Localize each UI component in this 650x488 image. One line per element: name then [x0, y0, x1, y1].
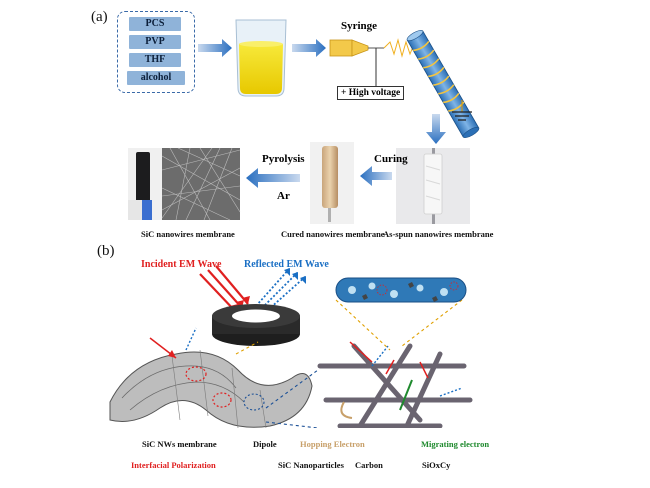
chemicals-box	[117, 11, 195, 93]
arrow-down	[426, 114, 446, 144]
reflected-wave-label: Reflected EM Wave	[244, 259, 329, 270]
curing-label: Curing	[374, 153, 408, 165]
arrow-pyrolysis	[246, 168, 300, 188]
sem-micrograph	[161, 147, 241, 221]
legend-dipole: Dipole	[253, 439, 277, 449]
legend-hopping: Hopping Electron	[300, 439, 365, 449]
pyrolysis-label: Pyrolysis	[262, 153, 305, 165]
panel-b-label: (b)	[97, 243, 115, 259]
ring-absorber	[212, 304, 300, 346]
asspun-photo	[396, 148, 470, 224]
legend-membrane: SiC NWs membrane	[142, 439, 217, 449]
arrow-to-beaker	[198, 39, 232, 57]
cured-photo	[310, 142, 354, 224]
arrow-curing	[360, 166, 392, 186]
nanoparticle-capsule	[335, 277, 467, 303]
chemical-thf: THF	[129, 53, 181, 67]
legend-nanoparticles: SiC Nanoparticles	[278, 460, 344, 470]
chemical-alcohol: alcohol	[127, 71, 185, 85]
caption-cured: Cured nanowires membrane	[281, 229, 385, 239]
caption-sic: SiC nanowires membrane	[141, 229, 235, 239]
chemical-pcs: PCS	[129, 17, 181, 31]
membrane-mesh	[109, 349, 313, 428]
legend-migrating: Migrating electron	[421, 439, 490, 449]
syringe-label: Syringe	[341, 20, 378, 32]
legend-interfacial: Interfacial Polarization	[131, 460, 216, 470]
chemical-pvp: PVP	[129, 35, 181, 49]
reflected-arrows	[255, 267, 307, 311]
arrow-to-syringe	[292, 39, 326, 57]
legend-carbon: Carbon	[355, 460, 383, 470]
zoom-connectors	[235, 299, 463, 428]
legend-sioxcy: SiOxCy	[422, 460, 451, 470]
panel-b-graphics	[109, 265, 473, 428]
ar-label: Ar	[277, 190, 290, 202]
drum-collector	[406, 30, 480, 138]
sic-photo	[128, 148, 162, 220]
incident-wave-label: Incident EM Wave	[141, 259, 222, 270]
panel-a-label: (a)	[91, 9, 108, 25]
beaker	[235, 19, 287, 97]
caption-asspun: As-spun nanowires membrane	[383, 229, 494, 239]
syringe	[329, 39, 384, 57]
nanowire-network	[317, 343, 473, 428]
panel-a-graphics	[128, 19, 480, 224]
voltage-label: + High voltage	[337, 86, 405, 100]
